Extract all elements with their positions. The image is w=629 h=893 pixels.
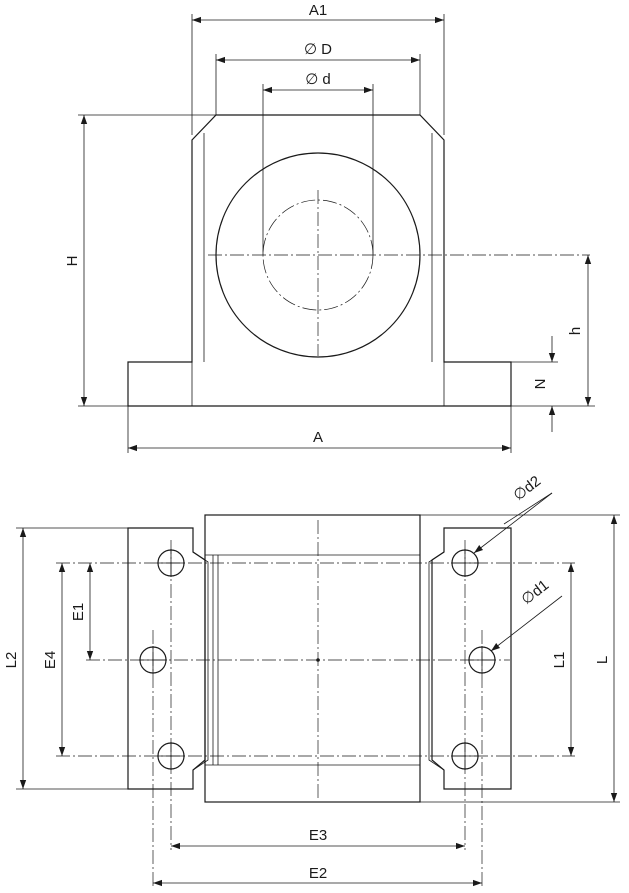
hole-bottom-left xyxy=(157,742,185,770)
label-H: H xyxy=(64,256,81,267)
label-E2: E2 xyxy=(309,865,327,882)
center-body xyxy=(204,514,421,803)
hole-top-left xyxy=(157,549,185,577)
leader-d1 xyxy=(490,595,563,652)
label-A: A xyxy=(313,429,323,446)
label-a1: A1 xyxy=(309,2,327,19)
label-N: N xyxy=(532,379,549,390)
housing-outline xyxy=(127,114,512,407)
label-L: L xyxy=(594,656,611,664)
label-L2: L2 xyxy=(3,652,20,669)
label-phi-D: ∅ D xyxy=(304,41,332,58)
label-phi-d2: ∅d2 xyxy=(510,473,544,505)
left-foot xyxy=(127,527,206,790)
label-E3: E3 xyxy=(309,827,327,844)
leader-d2 xyxy=(473,492,553,554)
top-view: ∅d2 ∅d1 L2 E4 E1 L1 L E3 E2 xyxy=(3,473,620,888)
hole-top-right xyxy=(451,549,479,577)
label-h: h xyxy=(567,327,584,335)
hole-bottom-right xyxy=(451,742,479,770)
leader-d2-tail xyxy=(503,492,553,525)
label-L1: L1 xyxy=(551,652,568,669)
label-E4: E4 xyxy=(42,651,59,669)
label-phi-d: ∅ d xyxy=(305,71,331,88)
left-foot-bevel xyxy=(192,551,209,771)
label-E1: E1 xyxy=(70,603,87,621)
front-view: A1 ∅ D ∅ d H h N A xyxy=(64,2,595,453)
right-foot-bevel xyxy=(428,551,445,771)
hole-mid-left xyxy=(139,646,167,674)
right-foot xyxy=(431,527,512,790)
label-phi-d1: ∅d1 xyxy=(518,577,552,609)
hole-mid-right xyxy=(468,646,496,674)
